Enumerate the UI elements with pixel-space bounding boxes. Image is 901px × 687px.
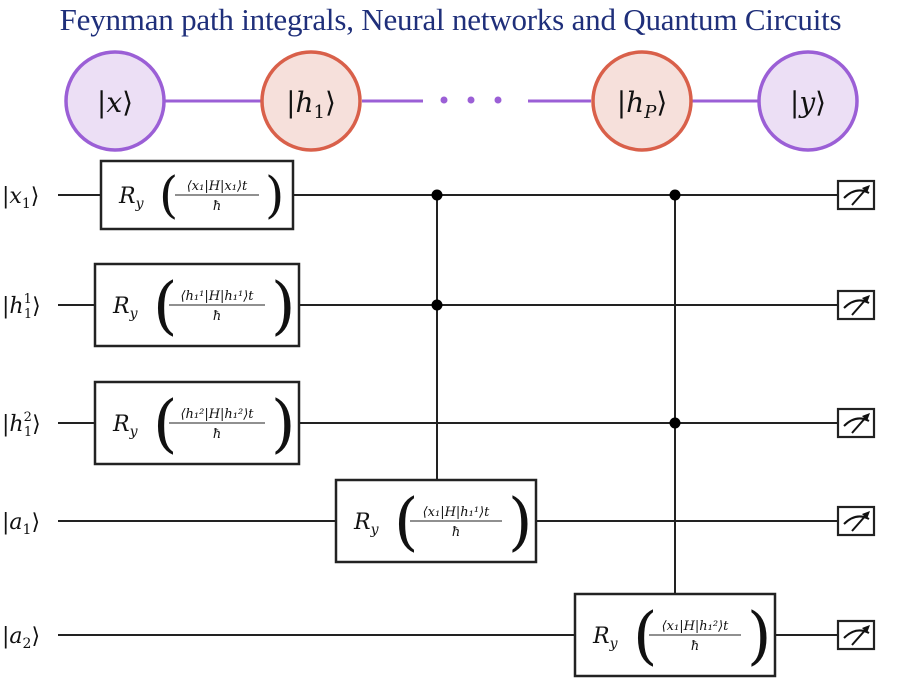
slide-title: Feynman path integrals, Neural networks … (59, 2, 842, 37)
svg-text:|h1⟩: |h1⟩ (286, 86, 336, 123)
measurement-meter[interactable] (836, 407, 876, 439)
meter-box[interactable] (836, 505, 876, 537)
ellipsis-dot (494, 96, 502, 104)
right-paren: ) (265, 166, 284, 224)
node-x: |x⟩ (64, 50, 166, 152)
meter-needle-icon (851, 187, 868, 206)
measurement-meter[interactable] (836, 505, 876, 537)
gate-angle-numerator: ⟨x₁|H|h₁²⟩t (662, 619, 730, 634)
right-paren: ) (747, 599, 771, 672)
svg-text:|hP⟩: |hP⟩ (617, 86, 668, 123)
gate-angle-denominator: ħ (691, 639, 699, 654)
ry-gate[interactable]: Ry()⟨h₁¹|H|h₁¹⟩tħ (93, 262, 301, 348)
control-dot (431, 299, 443, 311)
ry-gate[interactable]: Ry()⟨h₁²|H|h₁²⟩tħ (93, 380, 301, 466)
meter-box[interactable] (836, 289, 876, 321)
right-paren: ) (271, 387, 295, 460)
meter-arrowhead-icon (862, 295, 870, 303)
meter-arrowhead-icon (862, 413, 870, 421)
control-dot (669, 189, 681, 201)
svg-text:|x⟩: |x⟩ (97, 86, 133, 119)
svg-text:|y⟩: |y⟩ (790, 86, 826, 119)
meter-box[interactable] (836, 407, 876, 439)
gate-angle-denominator: ħ (213, 309, 221, 324)
node-h1: |h1⟩ (260, 50, 362, 152)
right-paren: ) (508, 485, 532, 558)
gate-angle-numerator: ⟨h₁¹|H|h₁¹⟩t (180, 289, 254, 304)
meter-box[interactable] (836, 179, 876, 211)
node-hP: |hP⟩ (591, 50, 693, 152)
gate-angle-denominator: ħ (213, 427, 221, 442)
measurement-meter[interactable] (836, 289, 876, 321)
gate-angle-denominator: ħ (213, 199, 221, 214)
ry-gate[interactable]: Ry()⟨x₁|H|h₁²⟩tħ (573, 592, 777, 678)
ellipsis-dot (440, 96, 448, 104)
left-paren: ( (159, 166, 178, 224)
gate-angle-denominator: ħ (452, 525, 460, 540)
control-dot (431, 189, 443, 201)
wire-label-a2: |a2⟩ (2, 624, 40, 652)
gate-angle-numerator: ⟨x₁|H|h₁¹⟩t (423, 505, 491, 520)
gate-angle-numerator: ⟨h₁²|H|h₁²⟩t (180, 407, 254, 422)
right-paren: ) (271, 269, 295, 342)
meter-arrowhead-icon (862, 185, 870, 193)
meter-needle-icon (851, 513, 868, 532)
meter-needle-icon (851, 297, 868, 316)
gate-angle-numerator: ⟨x₁|H|x₁⟩t (187, 179, 248, 194)
meter-box[interactable] (836, 619, 876, 651)
control-dot (669, 417, 681, 429)
network-diagram: |x⟩ |h1⟩ |hP⟩ |y⟩ (64, 50, 859, 152)
meter-needle-icon (851, 415, 868, 434)
meter-needle-icon (851, 627, 868, 646)
ry-gate[interactable]: Ry()⟨x₁|H|h₁¹⟩tħ (334, 478, 538, 564)
meter-arrowhead-icon (862, 511, 870, 519)
wire-label-x1: |x1⟩ (2, 184, 39, 212)
meter-arrowhead-icon (862, 625, 870, 633)
ry-gate[interactable]: Ry()⟨x₁|H|x₁⟩tħ (99, 159, 295, 231)
measurement-meter[interactable] (836, 619, 876, 651)
ellipsis-dot (467, 96, 475, 104)
node-y: |y⟩ (757, 50, 859, 152)
wire-label-a1: |a1⟩ (2, 510, 40, 538)
measurement-meter[interactable] (836, 179, 876, 211)
